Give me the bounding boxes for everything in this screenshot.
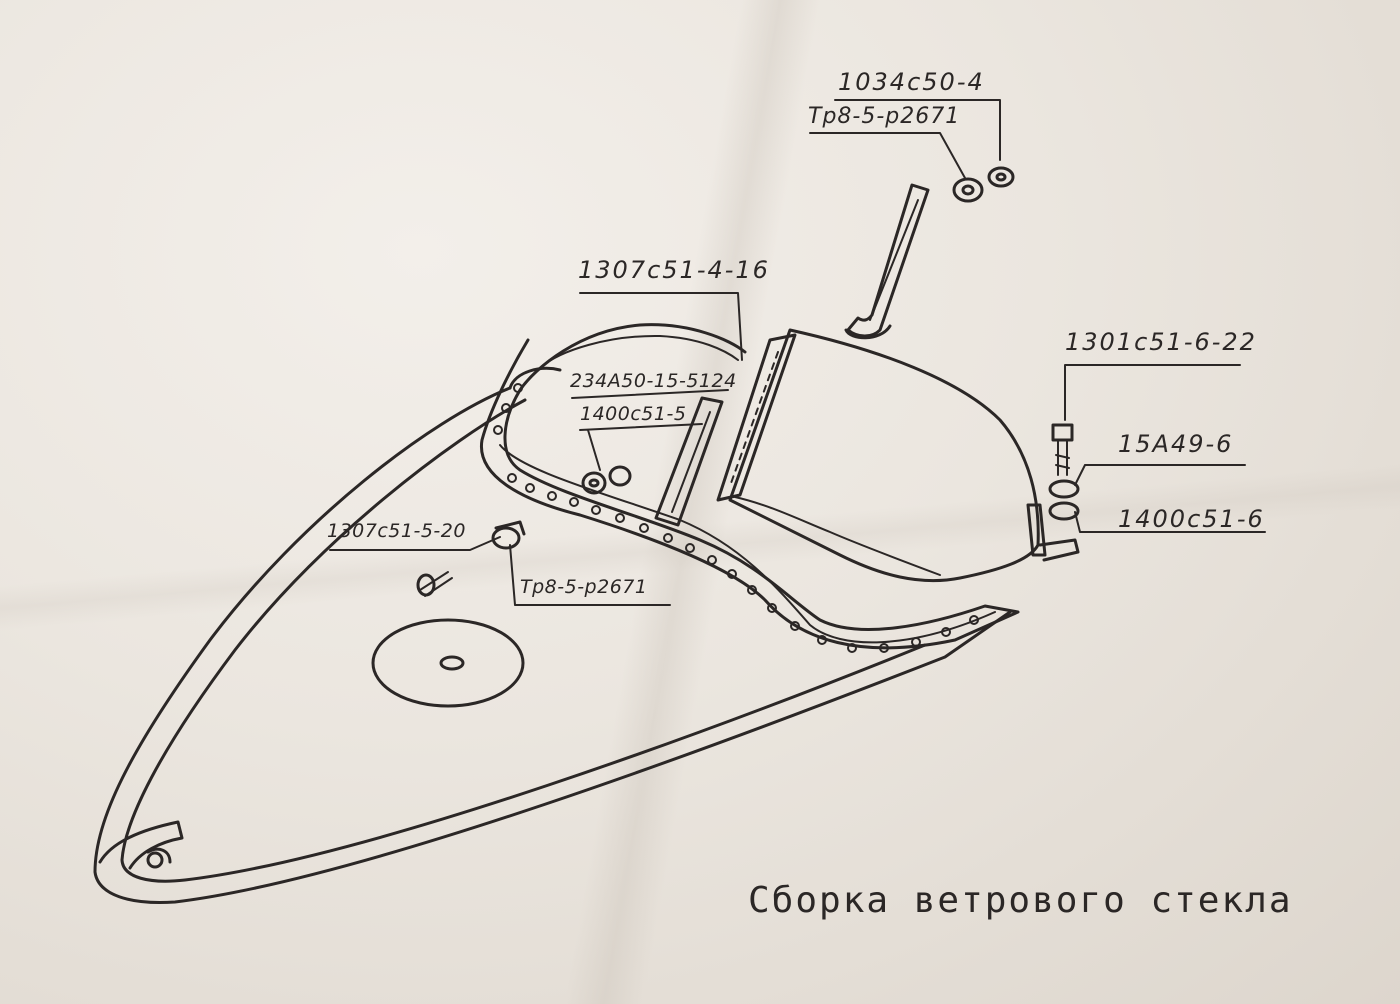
windshield-frame xyxy=(479,323,1020,650)
label-nut-1034: 1034с50-4 xyxy=(838,68,985,96)
label-washer-1400-5: 1400с51-5 xyxy=(580,403,687,425)
label-seal-1307-5: 1307с51-5-20 xyxy=(327,520,466,542)
frame-holes xyxy=(493,383,979,653)
center-post xyxy=(654,396,724,527)
leader-lines xyxy=(329,99,1266,606)
windshield-stay xyxy=(844,183,930,340)
label-bolt-234a: 234А50-15-5124 xyxy=(570,370,737,392)
drawing-caption: Сборка ветрового стекла xyxy=(748,880,1293,921)
bow-fitting xyxy=(98,820,184,870)
label-seal-1307-4: 1307с51-4-16 xyxy=(578,256,770,284)
top-nut-washer xyxy=(952,166,1015,203)
label-washer-tr-top: Тр8-5-р2671 xyxy=(808,104,961,129)
glass-seal-strip xyxy=(716,333,797,502)
label-spring-15a: 15А49-6 xyxy=(1118,430,1234,458)
right-fasteners xyxy=(1026,423,1080,562)
label-washer-tr-mid: Тр8-5-р2671 xyxy=(520,576,648,598)
deck-hatch xyxy=(371,618,525,708)
label-bolt-1301: 1301с51-6-22 xyxy=(1065,328,1257,356)
windshield-glass xyxy=(728,328,1040,583)
mid-fasteners xyxy=(416,465,632,597)
label-washer-1400-6: 1400с51-6 xyxy=(1118,505,1265,533)
hull-outline xyxy=(93,366,1012,904)
